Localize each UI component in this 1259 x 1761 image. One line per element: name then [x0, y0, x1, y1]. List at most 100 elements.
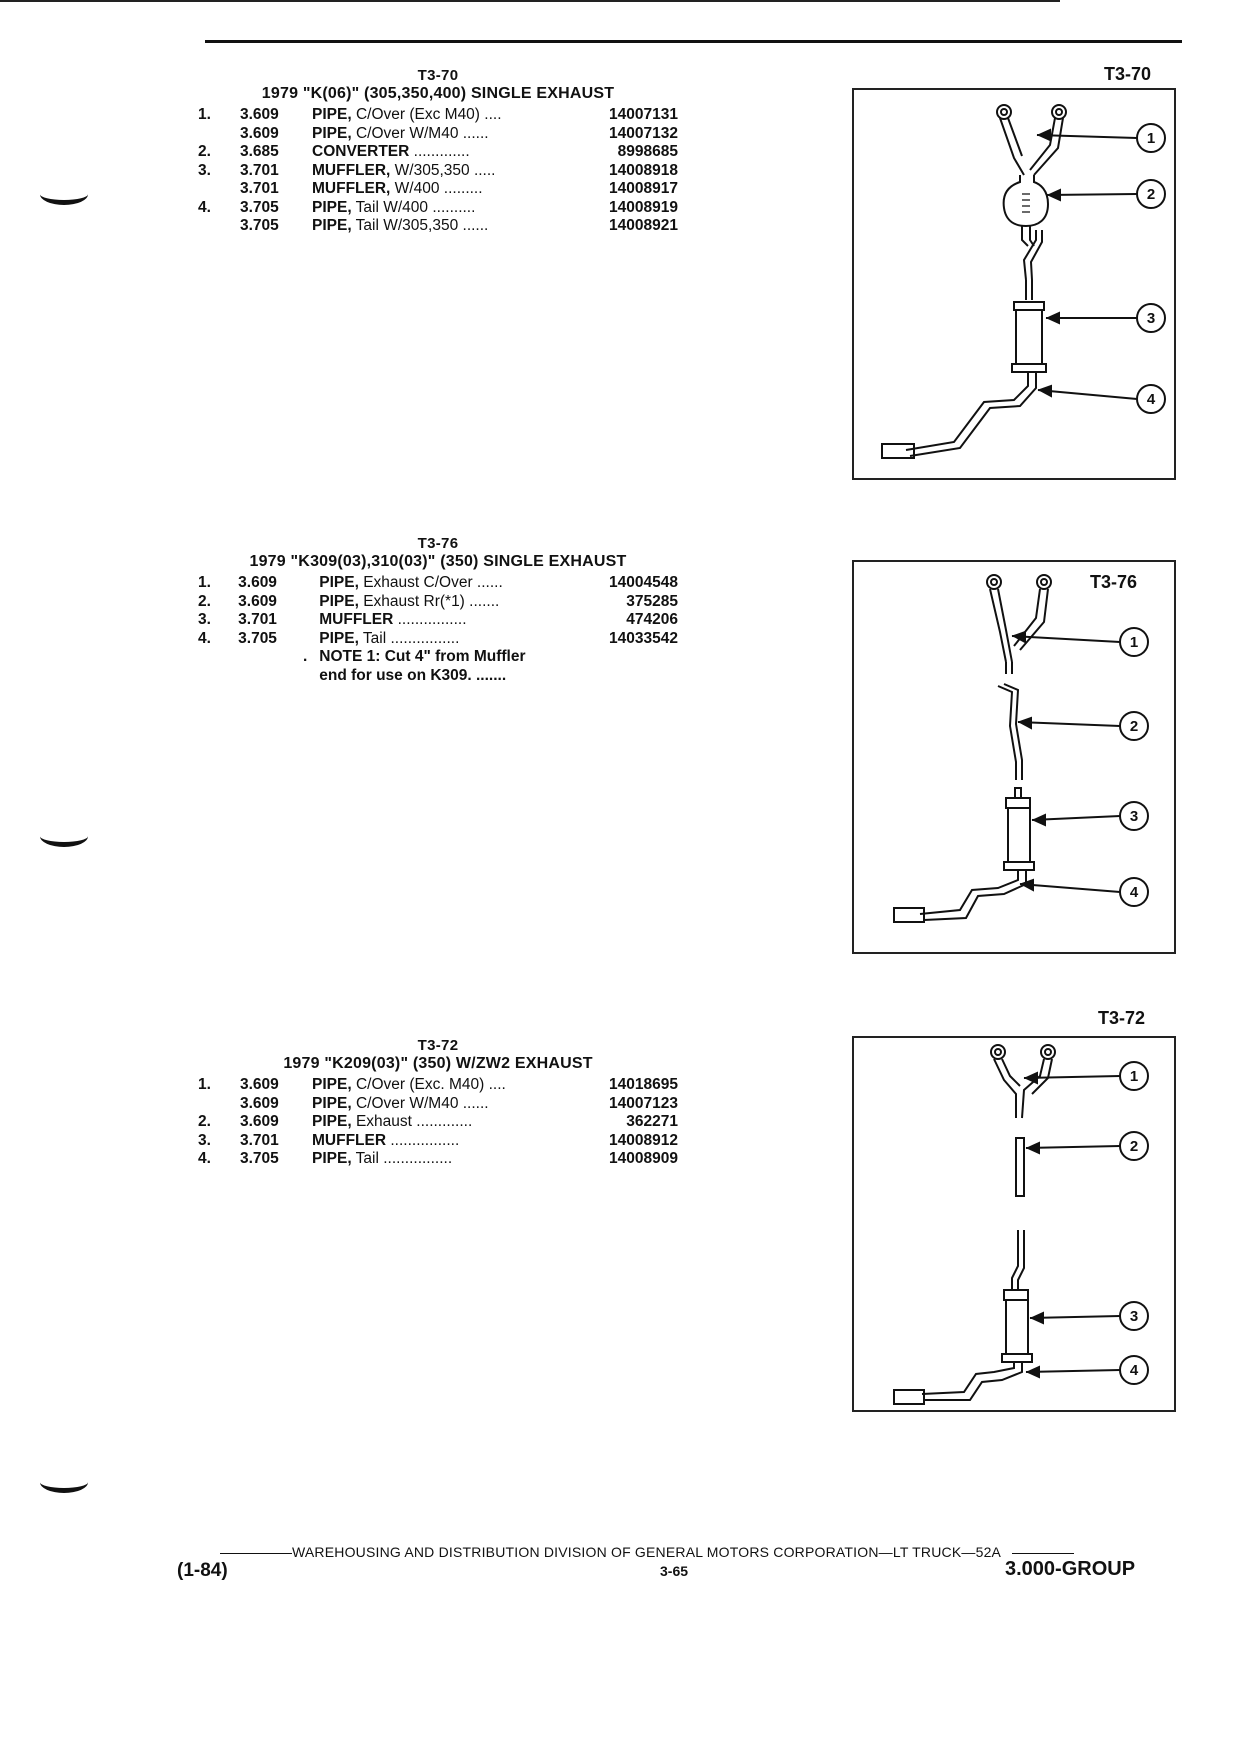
- callout-1: 1: [1147, 130, 1155, 147]
- leader-dots: .......: [464, 592, 500, 610]
- leader-dots: .............: [413, 143, 470, 160]
- callout-2: 2: [1130, 718, 1138, 735]
- note-row: end for use on K309. .......: [198, 667, 678, 686]
- leader-dots: ................: [390, 1131, 460, 1149]
- leader-dots: ......: [458, 1094, 489, 1112]
- group-number: 3.701: [238, 611, 277, 628]
- footer-dash: [1012, 1552, 1075, 1554]
- part-detail: W/305,350: [394, 161, 470, 179]
- part-description: PIPE, C/Over W/M40 ......: [312, 1095, 556, 1114]
- leader-dots: .....: [469, 161, 496, 179]
- exhaust-diagram-t3-70: 1 2 3 4: [852, 88, 1176, 480]
- group-number: 3.705: [240, 198, 279, 216]
- group-number: 3.701: [240, 161, 279, 179]
- leader-dots: ................: [386, 629, 460, 647]
- part-number: 14008921: [609, 217, 678, 234]
- part-number: 14008917: [609, 180, 678, 197]
- binder-hole-mark: [40, 186, 88, 205]
- footer-page-number: 3-65: [660, 1563, 689, 1579]
- item-number: 2.: [198, 143, 211, 160]
- callout-3: 3: [1130, 808, 1138, 825]
- item-number: 3.: [198, 1131, 211, 1149]
- callout-4: 4: [1130, 1362, 1139, 1379]
- parts-section-t3-76: T3-76 1979 "K309(03),310(03)" (350) SING…: [198, 535, 678, 685]
- part-description: CONVERTER .............: [312, 143, 556, 162]
- part-name: CONVERTER: [312, 143, 410, 160]
- note-bullet: [238, 667, 319, 686]
- part-detail: Tail W/305,350: [355, 217, 459, 234]
- part-name: PIPE,: [319, 592, 359, 610]
- exhaust-system-illustration: 1 2 3 4: [893, 574, 1149, 923]
- part-name: PIPE,: [312, 217, 352, 234]
- leader-dots: ....: [484, 1076, 506, 1093]
- item-number: 3.: [198, 161, 211, 179]
- top-border-line: [0, 0, 1060, 2]
- section-code: T3-72: [417, 1037, 459, 1054]
- group-number: 3.609: [238, 592, 277, 610]
- leader-dots: ......: [458, 124, 489, 142]
- part-number: 375285: [626, 592, 678, 610]
- exhaust-system-illustration: 1 2 3 4: [893, 1044, 1149, 1405]
- group-number: 3.701: [240, 180, 279, 197]
- leader-dots: ......: [458, 217, 489, 234]
- callout-3: 3: [1147, 310, 1155, 327]
- part-name: PIPE,: [312, 106, 352, 123]
- exhaust-diagram-t3-72: 1 2 3 4: [852, 1036, 1176, 1412]
- item-number: [198, 125, 240, 144]
- part-description: PIPE, Tail ................: [319, 630, 559, 649]
- part-name: MUFFLER,: [312, 180, 391, 197]
- parts-section-t3-70: T3-70 1979 "K(06)" (305,350,400) SINGLE …: [198, 67, 678, 236]
- part-description: PIPE, Exhaust C/Over ......: [319, 574, 559, 593]
- note-spacer: [198, 667, 238, 686]
- footer-dash: [220, 1552, 292, 1554]
- leader-dots: .........: [439, 180, 483, 197]
- note-text: NOTE 1: Cut 4" from Muffler: [319, 648, 526, 665]
- leader-dots: .............: [411, 1113, 473, 1130]
- part-name: MUFFLER,: [312, 161, 391, 179]
- item-number: [198, 180, 240, 199]
- part-number: 14008912: [609, 1131, 678, 1149]
- leader-dots: ......: [472, 574, 503, 591]
- part-name: PIPE,: [312, 198, 352, 216]
- item-number: 2.: [198, 1113, 211, 1130]
- item-number: [198, 1095, 240, 1114]
- part-name: MUFFLER: [312, 1131, 387, 1149]
- group-number: 3.685: [240, 143, 279, 160]
- part-detail: Tail W/400: [355, 198, 429, 216]
- part-detail: Exhaust C/Over: [363, 574, 473, 591]
- part-number: 474206: [626, 611, 678, 628]
- leader-dots: ..........: [428, 198, 476, 216]
- part-number: 14007123: [609, 1094, 678, 1112]
- part-detail: Exhaust: [355, 1113, 412, 1130]
- note-spacer: [198, 648, 238, 667]
- item-number: 1.: [198, 1076, 211, 1093]
- note-row: .NOTE 1: Cut 4" from Muffler: [198, 648, 678, 667]
- part-detail: C/Over W/M40: [355, 1094, 459, 1112]
- part-name: PIPE,: [319, 574, 359, 591]
- exhaust-diagram-t3-76: T3-76 1 2 3 4: [852, 560, 1176, 954]
- footer-date: (1-84): [177, 1560, 228, 1581]
- leader-dots: ................: [378, 1150, 453, 1167]
- part-detail: Tail: [362, 629, 387, 647]
- callout-4: 4: [1130, 884, 1139, 901]
- note-text: end for use on K309. .......: [319, 666, 507, 684]
- part-number: 14033542: [609, 629, 678, 647]
- part-name: PIPE,: [312, 124, 352, 142]
- item-number: 3.: [198, 611, 211, 628]
- part-description: MUFFLER, W/305,350 .....: [312, 162, 556, 181]
- part-detail: C/Over (Exc. M40): [355, 1076, 485, 1093]
- part-detail: C/Over (Exc M40): [355, 106, 480, 123]
- part-detail: C/Over W/M40: [355, 124, 459, 142]
